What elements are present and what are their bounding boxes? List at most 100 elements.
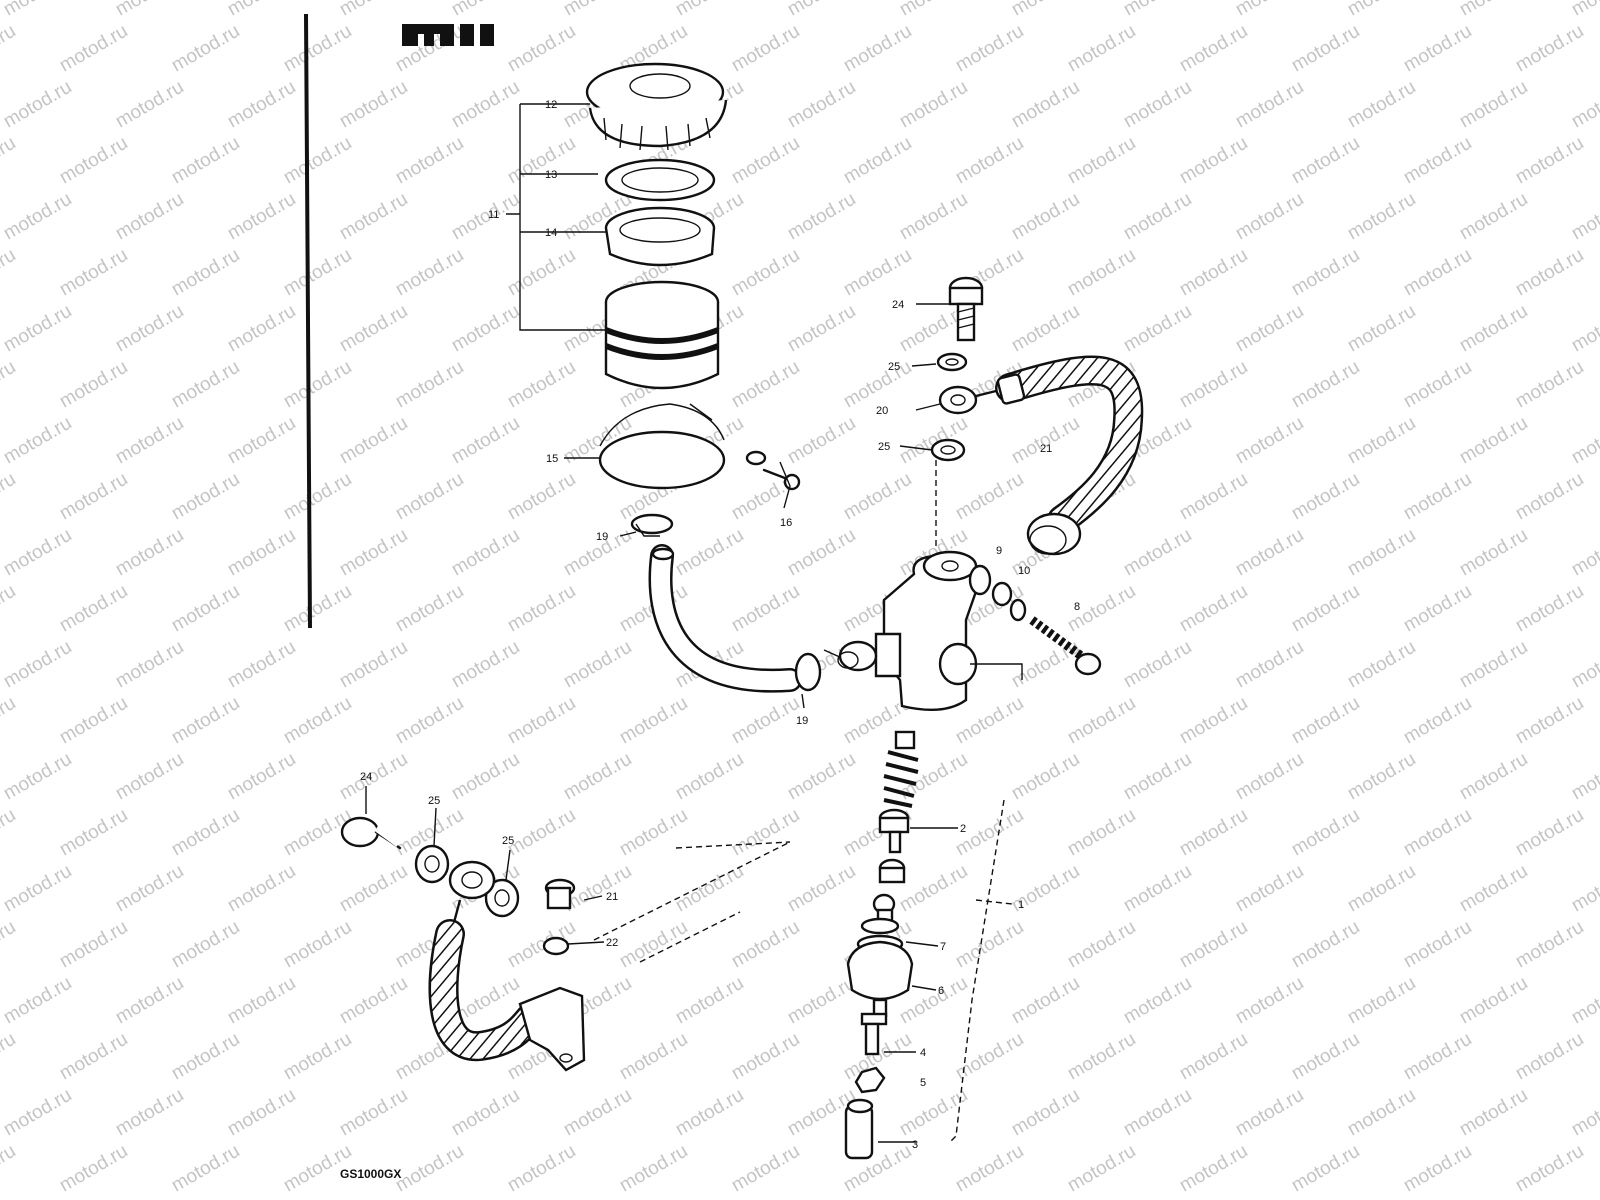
watermark-text: motod.ru (0, 1141, 19, 1197)
watermark-text: motod.ru (504, 693, 579, 749)
watermark-text: motod.ru (1232, 637, 1307, 693)
label-21: 21 (1040, 443, 1052, 455)
watermark-text: motod.ru (56, 917, 131, 973)
watermark-text: motod.ru (1232, 77, 1307, 133)
watermark-text: motod.ru (392, 245, 467, 301)
watermark-text: motod.ru (616, 1141, 691, 1197)
watermark-text: motod.ru (280, 245, 355, 301)
watermark-text: motod.ru (560, 637, 635, 693)
watermark-text: motod.ru (1008, 301, 1083, 357)
watermark-text: motod.ru (784, 413, 859, 469)
watermark-text: motod.ru (1400, 357, 1475, 413)
watermark-text: motod.ru (1344, 1197, 1419, 1200)
label-8: 8 (1074, 601, 1080, 613)
watermark-text: motod.ru (168, 469, 243, 525)
watermark-text: motod.ru (1400, 1141, 1475, 1197)
watermark-text: motod.ru (336, 973, 411, 1029)
watermark-text: motod.ru (1568, 637, 1600, 693)
label-1: 1 (1018, 899, 1024, 911)
watermark-text: motod.ru (1288, 1141, 1363, 1197)
watermark-text: motod.ru (448, 413, 523, 469)
watermark-text: motod.ru (112, 77, 187, 133)
watermark-text: motod.ru (728, 21, 803, 77)
watermark-text: motod.ru (728, 581, 803, 637)
label-7: 7 (940, 941, 946, 953)
watermark-text: motod.ru (1120, 637, 1195, 693)
watermark-text: motod.ru (1456, 413, 1531, 469)
watermark-text: motod.ru (1176, 1141, 1251, 1197)
watermark-text: motod.ru (392, 693, 467, 749)
watermark-text: motod.ru (280, 917, 355, 973)
watermark-text: motod.ru (896, 189, 971, 245)
label-19-top: 19 (596, 531, 608, 543)
watermark-text: motod.ru (1008, 413, 1083, 469)
watermark-text: motod.ru (1120, 973, 1195, 1029)
watermark-text: motod.ru (336, 1085, 411, 1141)
watermark-text: motod.ru (1288, 805, 1363, 861)
watermark-text: motod.ru (1064, 133, 1139, 189)
watermark-text: motod.ru (56, 805, 131, 861)
gasket-washer-upper (936, 352, 968, 372)
watermark-text: motod.ru (952, 1141, 1027, 1197)
label-5: 5 (920, 1077, 926, 1089)
watermark-text: motod.ru (952, 917, 1027, 973)
watermark-text: motod.ru (1176, 805, 1251, 861)
watermark-text: motod.ru (672, 861, 747, 917)
watermark-text: motod.ru (1512, 357, 1587, 413)
watermark-text: motod.ru (1008, 973, 1083, 1029)
watermark-text: motod.ru (1120, 301, 1195, 357)
watermark-text: motod.ru (1568, 861, 1600, 917)
watermark-text: motod.ru (1512, 245, 1587, 301)
watermark-text: motod.ru (728, 805, 803, 861)
watermark-text: motod.ru (280, 133, 355, 189)
watermark-text: motod.ru (1288, 1029, 1363, 1085)
watermark-text: motod.ru (448, 1197, 523, 1200)
watermark-text: motod.ru (952, 1029, 1027, 1085)
watermark-text: motod.ru (1008, 77, 1083, 133)
label-13: 13 (545, 169, 557, 181)
label-25-right: 25 (502, 835, 514, 847)
brake-hose-lower (340, 816, 586, 1072)
watermark-text: motod.ru (168, 21, 243, 77)
watermark-text: motod.ru (336, 637, 411, 693)
watermark-text: motod.ru (1400, 805, 1475, 861)
logo-mark (402, 24, 494, 46)
watermark-text: motod.ru (1064, 805, 1139, 861)
watermark-text: motod.ru (1512, 469, 1587, 525)
model-caption: GS1000GX (340, 1167, 401, 1181)
watermark-text: motod.ru (112, 0, 187, 20)
watermark-text: motod.ru (896, 861, 971, 917)
watermark-text: motod.ru (896, 1197, 971, 1200)
watermark-text: motod.ru (0, 301, 75, 357)
watermark-text: motod.ru (280, 693, 355, 749)
watermark-text: motod.ru (728, 245, 803, 301)
watermark-text: motod.ru (112, 1085, 187, 1141)
watermark-text: motod.ru (784, 1197, 859, 1200)
watermark-text: motod.ru (840, 469, 915, 525)
watermark-text: motod.ru (224, 749, 299, 805)
callout-labels: 12 13 14 11 15 16 19 19 24 25 20 25 21 9… (360, 99, 1080, 1151)
watermark-text: motod.ru (224, 301, 299, 357)
push-rod-assembly (844, 730, 919, 1160)
watermark-text: motod.ru (1400, 581, 1475, 637)
watermark-text: motod.ru (336, 861, 411, 917)
watermark-text: motod.ru (1512, 1029, 1587, 1085)
watermark-text: motod.ru (1288, 133, 1363, 189)
watermark-text: motod.ru (1400, 1029, 1475, 1085)
watermark-text: motod.ru (448, 189, 523, 245)
watermark-text: motod.ru (0, 917, 19, 973)
watermark-text: motod.ru (1008, 749, 1083, 805)
watermark-text: motod.ru (1512, 693, 1587, 749)
watermark-text: motod.ru (0, 469, 19, 525)
watermark-text: motod.ru (1120, 0, 1195, 20)
watermark-text: motod.ru (224, 413, 299, 469)
watermark-text: motod.ru (56, 581, 131, 637)
watermark-text: motod.ru (1568, 189, 1600, 245)
watermark-text: motod.ru (840, 133, 915, 189)
watermark-text: motod.ru (1344, 413, 1419, 469)
watermark-text: motod.ru (0, 1085, 75, 1141)
watermark-text: motod.ru (0, 133, 19, 189)
watermark-text: motod.ru (840, 245, 915, 301)
watermark-text: motod.ru (840, 357, 915, 413)
